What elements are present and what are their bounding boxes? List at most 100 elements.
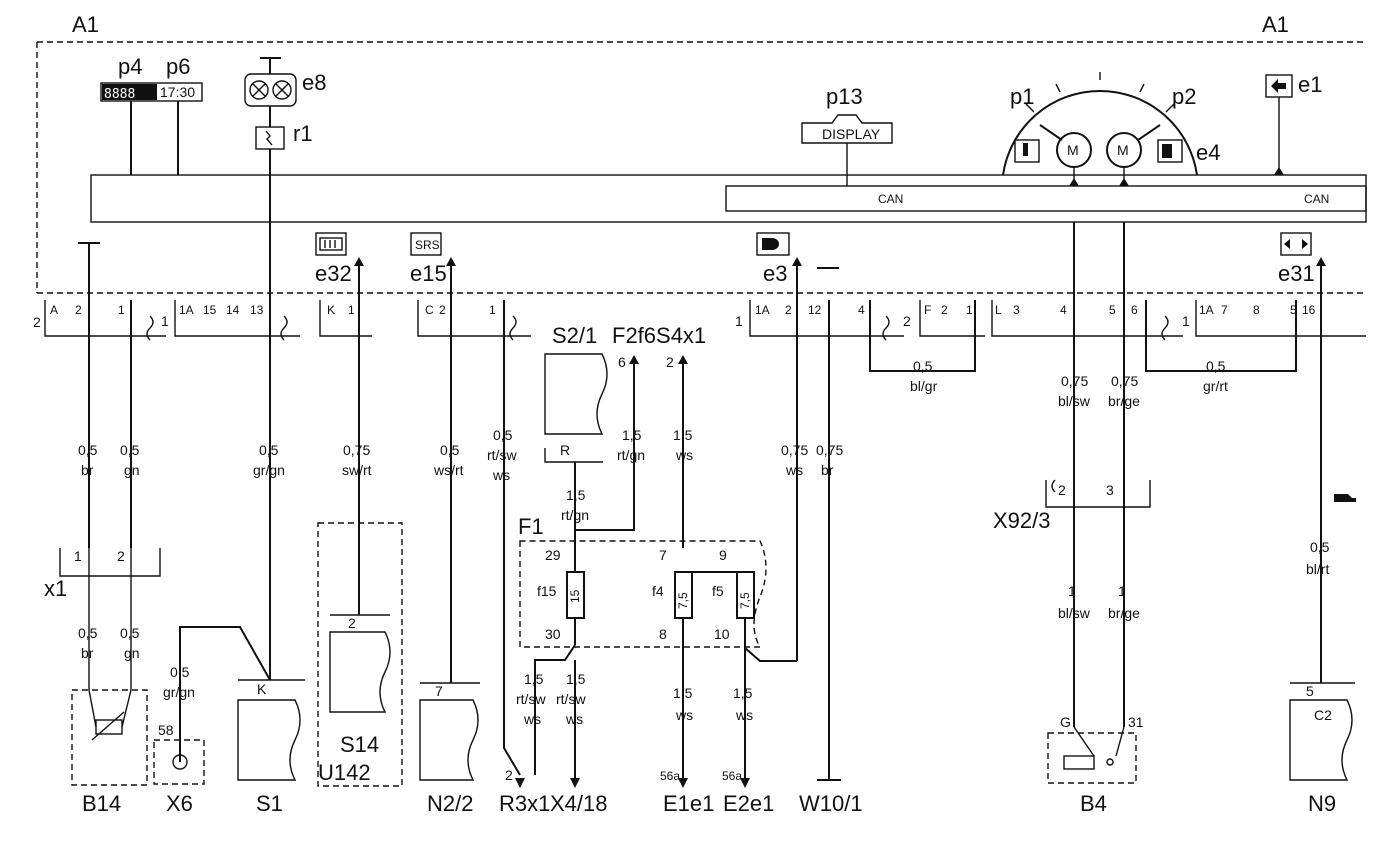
w23-color: rt/sw <box>556 691 586 707</box>
w4-color: sw/rt <box>342 462 372 478</box>
w17-size: 1 <box>1118 583 1126 599</box>
w4-size: 0,75 <box>343 442 370 458</box>
conn-c1-pin-2: 1 <box>118 303 125 317</box>
can-label-right: CAN <box>1304 192 1329 206</box>
w7-size: 1,5 <box>622 427 642 443</box>
p6-label: p6 <box>166 54 190 79</box>
w15-color: gr/rt <box>1203 378 1228 394</box>
conn-c8-pin-1: 7 <box>1221 303 1228 317</box>
e2e1-pin: 56a <box>722 769 742 783</box>
w12-color: bl/gr <box>910 378 938 394</box>
e32-box <box>315 232 347 256</box>
conn-c6-pin-2: 1 <box>966 303 973 317</box>
fuse-f5-pin-out: 10 <box>714 626 730 642</box>
conn-c5-pin-2: 12 <box>808 303 822 317</box>
s2-1-label: S2/1 <box>552 323 597 348</box>
gauge-motor-label-1: M <box>1067 142 1079 158</box>
output-terminals: 2 R3x1 X4/18 56a E1e1 56a E2e1 W10/1 <box>499 767 863 816</box>
x4-18-label: X4/18 <box>550 791 608 816</box>
reference-hand-icon <box>1334 494 1356 502</box>
conn-c1-letter: A <box>50 303 58 317</box>
p2-label: p2 <box>1172 84 1196 109</box>
turn-signal-left-icon <box>1271 79 1286 93</box>
x6-label: X6 <box>166 791 193 816</box>
e8-lamp-group: e8 r1 <box>244 57 326 175</box>
fuse-f15-value: 15 <box>568 589 582 603</box>
conn-c3-pin: 1 <box>348 303 355 317</box>
w6-size: 0,5 <box>493 427 513 443</box>
high-beam-icon <box>762 238 779 250</box>
w11-color: br <box>821 462 834 478</box>
e8-label: e8 <box>302 70 326 95</box>
w25-size: 1,5 <box>733 685 753 701</box>
w22-size: 1,5 <box>524 671 544 687</box>
conn-c6-letter: F <box>924 303 931 317</box>
w5-size: 0,5 <box>440 442 460 458</box>
x1-connector: 1 2 x1 <box>44 548 161 601</box>
r1-label: r1 <box>293 121 313 146</box>
fuel-pump-icon <box>1157 139 1183 163</box>
b4-sensor: G 31 B4 <box>1047 714 1144 816</box>
sensor-icon <box>265 130 273 146</box>
lcd-frame <box>100 82 203 102</box>
fuse-box-f1: F1 29 15 f15 30 7 9 7,5 f4 7,5 f5 8 10 <box>518 514 797 780</box>
conn-c8-pin-4: 16 <box>1302 303 1316 317</box>
e4-label: e4 <box>1196 140 1220 165</box>
lcd-display: 8888 17:30 p4 p6 <box>100 54 203 175</box>
w5-color: ws/rt <box>433 462 464 478</box>
e1e1-label: E1e1 <box>663 791 714 816</box>
conn-c8-letter: 1A <box>1199 303 1214 317</box>
x92-pin-2: 2 <box>1058 482 1066 498</box>
conn-c4-pin-1: 2 <box>439 303 446 317</box>
w12-size: 0,5 <box>913 358 933 374</box>
n9-label: N9 <box>1308 791 1336 816</box>
conn-c7-letter: L <box>995 303 1002 317</box>
can-bus <box>725 185 1367 212</box>
e15-box <box>410 232 442 256</box>
s14-label: S14 <box>340 732 379 757</box>
f2f6s4x1-pin-6: 6 <box>618 354 626 370</box>
f2f6s4x1-pin-2: 2 <box>666 354 674 370</box>
connector-strip: 2 A 2 1 1 1A 15 14 13 K 1 C 2 1 1 1A 2 1… <box>33 300 1366 341</box>
conn-c5-side-1: 1 <box>735 313 743 329</box>
instrument-cluster-frame: A1 A1 <box>36 12 1366 294</box>
conn-label-1: 1 <box>161 313 169 329</box>
w22-color2: ws <box>523 711 541 727</box>
w10-color: ws <box>785 462 803 478</box>
fuse-f5-label: f5 <box>712 583 724 599</box>
internal-bus <box>90 174 1367 223</box>
w21-color: gr/gn <box>163 684 195 700</box>
x92-pin-3: 3 <box>1106 482 1114 498</box>
e1-indicator: e1 <box>1265 72 1322 175</box>
fuse-f4-label: f4 <box>652 583 664 599</box>
terminal-icon <box>172 754 188 770</box>
gauge-motor-label-2: M <box>1117 142 1129 158</box>
e15-label: e15 <box>410 261 447 286</box>
e31-label: e31 <box>1278 261 1315 286</box>
conn-c4-pin-2: 1 <box>489 303 496 317</box>
e8-lamp-box <box>244 73 297 107</box>
w20-size: 0,5 <box>120 625 140 641</box>
s2-1-switch: S2/1 R F2f6S4x1 6 2 <box>544 323 706 548</box>
turn-signal-icon <box>1284 239 1308 249</box>
conn-c7-side: 1 <box>1182 313 1190 329</box>
conn-c3-letter: K <box>327 303 335 317</box>
lcd-time: 17:30 <box>160 84 195 100</box>
fuse-f15-label: f15 <box>537 583 557 599</box>
x92-3-connector: 2 3 X92/3 <box>993 479 1151 533</box>
display-text: DISPLAY <box>822 126 881 142</box>
gauge-arc <box>1002 89 1198 176</box>
w2-color: gn <box>124 462 140 478</box>
s14-pin: 2 <box>348 615 356 631</box>
display-frame <box>801 114 893 144</box>
can-label-left: CAN <box>878 192 903 206</box>
fuse-f5-value: 7,5 <box>738 592 752 609</box>
frame-label-right: A1 <box>1262 12 1289 37</box>
conn-c8-pin-3: 5 <box>1290 303 1297 317</box>
e32-label: e32 <box>315 261 352 286</box>
warning-indicators: e32 SRS e15 e3 e31 <box>78 232 1326 300</box>
frame-label-left: A1 <box>72 12 99 37</box>
n9-pin: 5 <box>1306 683 1314 699</box>
fuse-f4-value: 7,5 <box>676 592 690 609</box>
